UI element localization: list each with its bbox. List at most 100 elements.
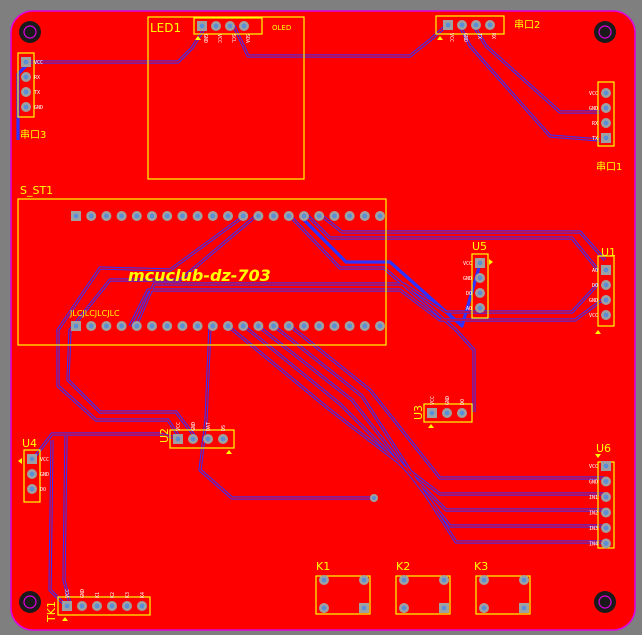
u4-pad-2	[27, 469, 37, 479]
u5-pad-1	[475, 258, 485, 268]
k2-pad-1	[399, 575, 409, 585]
u6-pin-label: IN1	[589, 495, 598, 501]
u5-pad-2	[475, 273, 485, 283]
reference-labels: LED1 OLED 串口2 串口3 串口1 S_ST1 JLCJLCJLCJLC…	[20, 19, 622, 623]
u1-pad-3	[601, 295, 611, 305]
s-st1-top-pad-21	[375, 211, 385, 221]
tk1-pad-6	[137, 601, 147, 611]
port3-pad-2	[21, 72, 31, 82]
u1-pad-2	[601, 280, 611, 290]
port1-pad-3	[601, 103, 611, 113]
tk1-pin-label: VCC	[65, 589, 71, 598]
u6-pad-1	[601, 461, 611, 471]
s-st1-top-pad-11	[223, 211, 233, 221]
mounting-holes	[19, 21, 616, 613]
u3-pad-1	[427, 408, 437, 418]
led1-pin-label: SDA	[244, 34, 250, 43]
u4-pin-label: GND	[40, 472, 49, 478]
k2-label: K2	[396, 560, 410, 573]
u4-pin-label: DO	[40, 487, 46, 493]
k3-label: K3	[474, 560, 488, 573]
s-st1-bottom-pad-14	[268, 321, 279, 331]
u4-label: U4	[22, 437, 37, 450]
u5-pin-label: VCC	[463, 261, 472, 267]
u4-pin-label: VCC	[40, 457, 49, 463]
s-st1-label: S_ST1	[20, 184, 53, 197]
s-st1-bottom-pad-1	[71, 321, 81, 331]
u2-pad-2	[188, 434, 198, 444]
board-watermark: mcuclub-dz-703	[128, 266, 271, 285]
s-st1-outline	[17, 198, 387, 346]
s-st1-top-pad-9	[192, 211, 203, 221]
port2-pad-2	[457, 20, 467, 30]
u1-pad-4	[601, 310, 611, 320]
port3-pin-label: RX	[34, 75, 40, 81]
k3-pad-4	[519, 603, 529, 613]
s-st1-bottom-pad-13	[253, 321, 264, 331]
u1-pin-label: VCC	[589, 313, 598, 319]
port1-pin-label: RX	[592, 121, 598, 127]
s-st1-bottom-pad-2	[86, 321, 97, 331]
s-st1-bottom-pad-18	[329, 321, 340, 331]
tk1-pin-label: K3	[125, 592, 131, 598]
u6-label: U6	[596, 442, 611, 455]
s-st1-top-pad-20	[359, 211, 370, 221]
led1-pad-3	[225, 21, 235, 31]
u4-pad-1	[27, 454, 37, 464]
s-st1-bottom-pad-9	[192, 321, 203, 331]
u6-pin-label: GND	[589, 480, 598, 486]
k3-pad-3	[479, 603, 489, 613]
u3-pad-2	[442, 408, 452, 418]
u1-label: U1	[601, 246, 616, 259]
u5-pin-label: GND	[463, 276, 472, 282]
u2-pin-label: DAT	[206, 422, 212, 431]
s-st1-bottom-pad-12	[238, 321, 249, 331]
u5-pad-3	[475, 288, 485, 298]
port2-pad-4	[485, 20, 495, 30]
s-st1-top-pad-1	[71, 211, 81, 221]
port2-pin-label: GND	[462, 33, 468, 42]
led1-pad-2	[211, 21, 221, 31]
u6-pad-3	[601, 492, 611, 502]
s-st1-top-pad-15	[283, 211, 294, 221]
s-st1-top-pad-4	[116, 211, 127, 221]
u3-pad-3	[457, 408, 467, 418]
port1-pad-4	[601, 88, 611, 98]
s-st1-top-pad-12	[238, 211, 249, 221]
port2-pin-label: VCC	[448, 33, 454, 42]
s-st1-bottom-pad-15	[283, 321, 294, 331]
u4-pad-3	[27, 484, 37, 494]
led1-pad-1	[197, 21, 207, 31]
u6-pad-5	[601, 523, 611, 533]
via	[370, 494, 378, 502]
u3-pin-label: GND	[445, 396, 451, 405]
port3-pin-label: TX	[34, 90, 40, 96]
s-st1-bottom-pad-7	[162, 321, 173, 331]
s-st1-bottom-pad-4	[116, 321, 127, 331]
s-st1-bottom-pad-10	[207, 321, 218, 331]
u6-pin-label: IN4	[589, 542, 598, 548]
port3-label: 串口3	[20, 129, 46, 141]
s-st1-top-pad-2	[86, 211, 97, 221]
s-st1-top-pad-3	[101, 211, 112, 221]
tk1-pad-1	[62, 601, 72, 611]
port2-pin-label: TX	[476, 33, 482, 39]
port2-pin-label: RX	[490, 33, 496, 39]
u1-pad-1	[601, 265, 611, 275]
port2-pad-3	[471, 20, 481, 30]
u6-pin-label: IN3	[589, 526, 598, 532]
k1-label: K1	[316, 560, 330, 573]
track-cores	[30, 25, 606, 605]
port1-pad-2	[601, 118, 611, 128]
pads	[21, 20, 611, 613]
u3-pin-label: DO	[460, 399, 466, 405]
k2-pad-4	[439, 603, 449, 613]
s-st1-top-pad-6	[147, 211, 157, 221]
k1-pad-3	[319, 603, 329, 613]
s-st1-bottom-pad-8	[177, 321, 188, 331]
k2-pad-2	[439, 575, 449, 585]
port2-pad-1	[443, 20, 453, 30]
tk1-pin-label: GND	[80, 589, 86, 598]
u5-label: U5	[472, 240, 487, 253]
